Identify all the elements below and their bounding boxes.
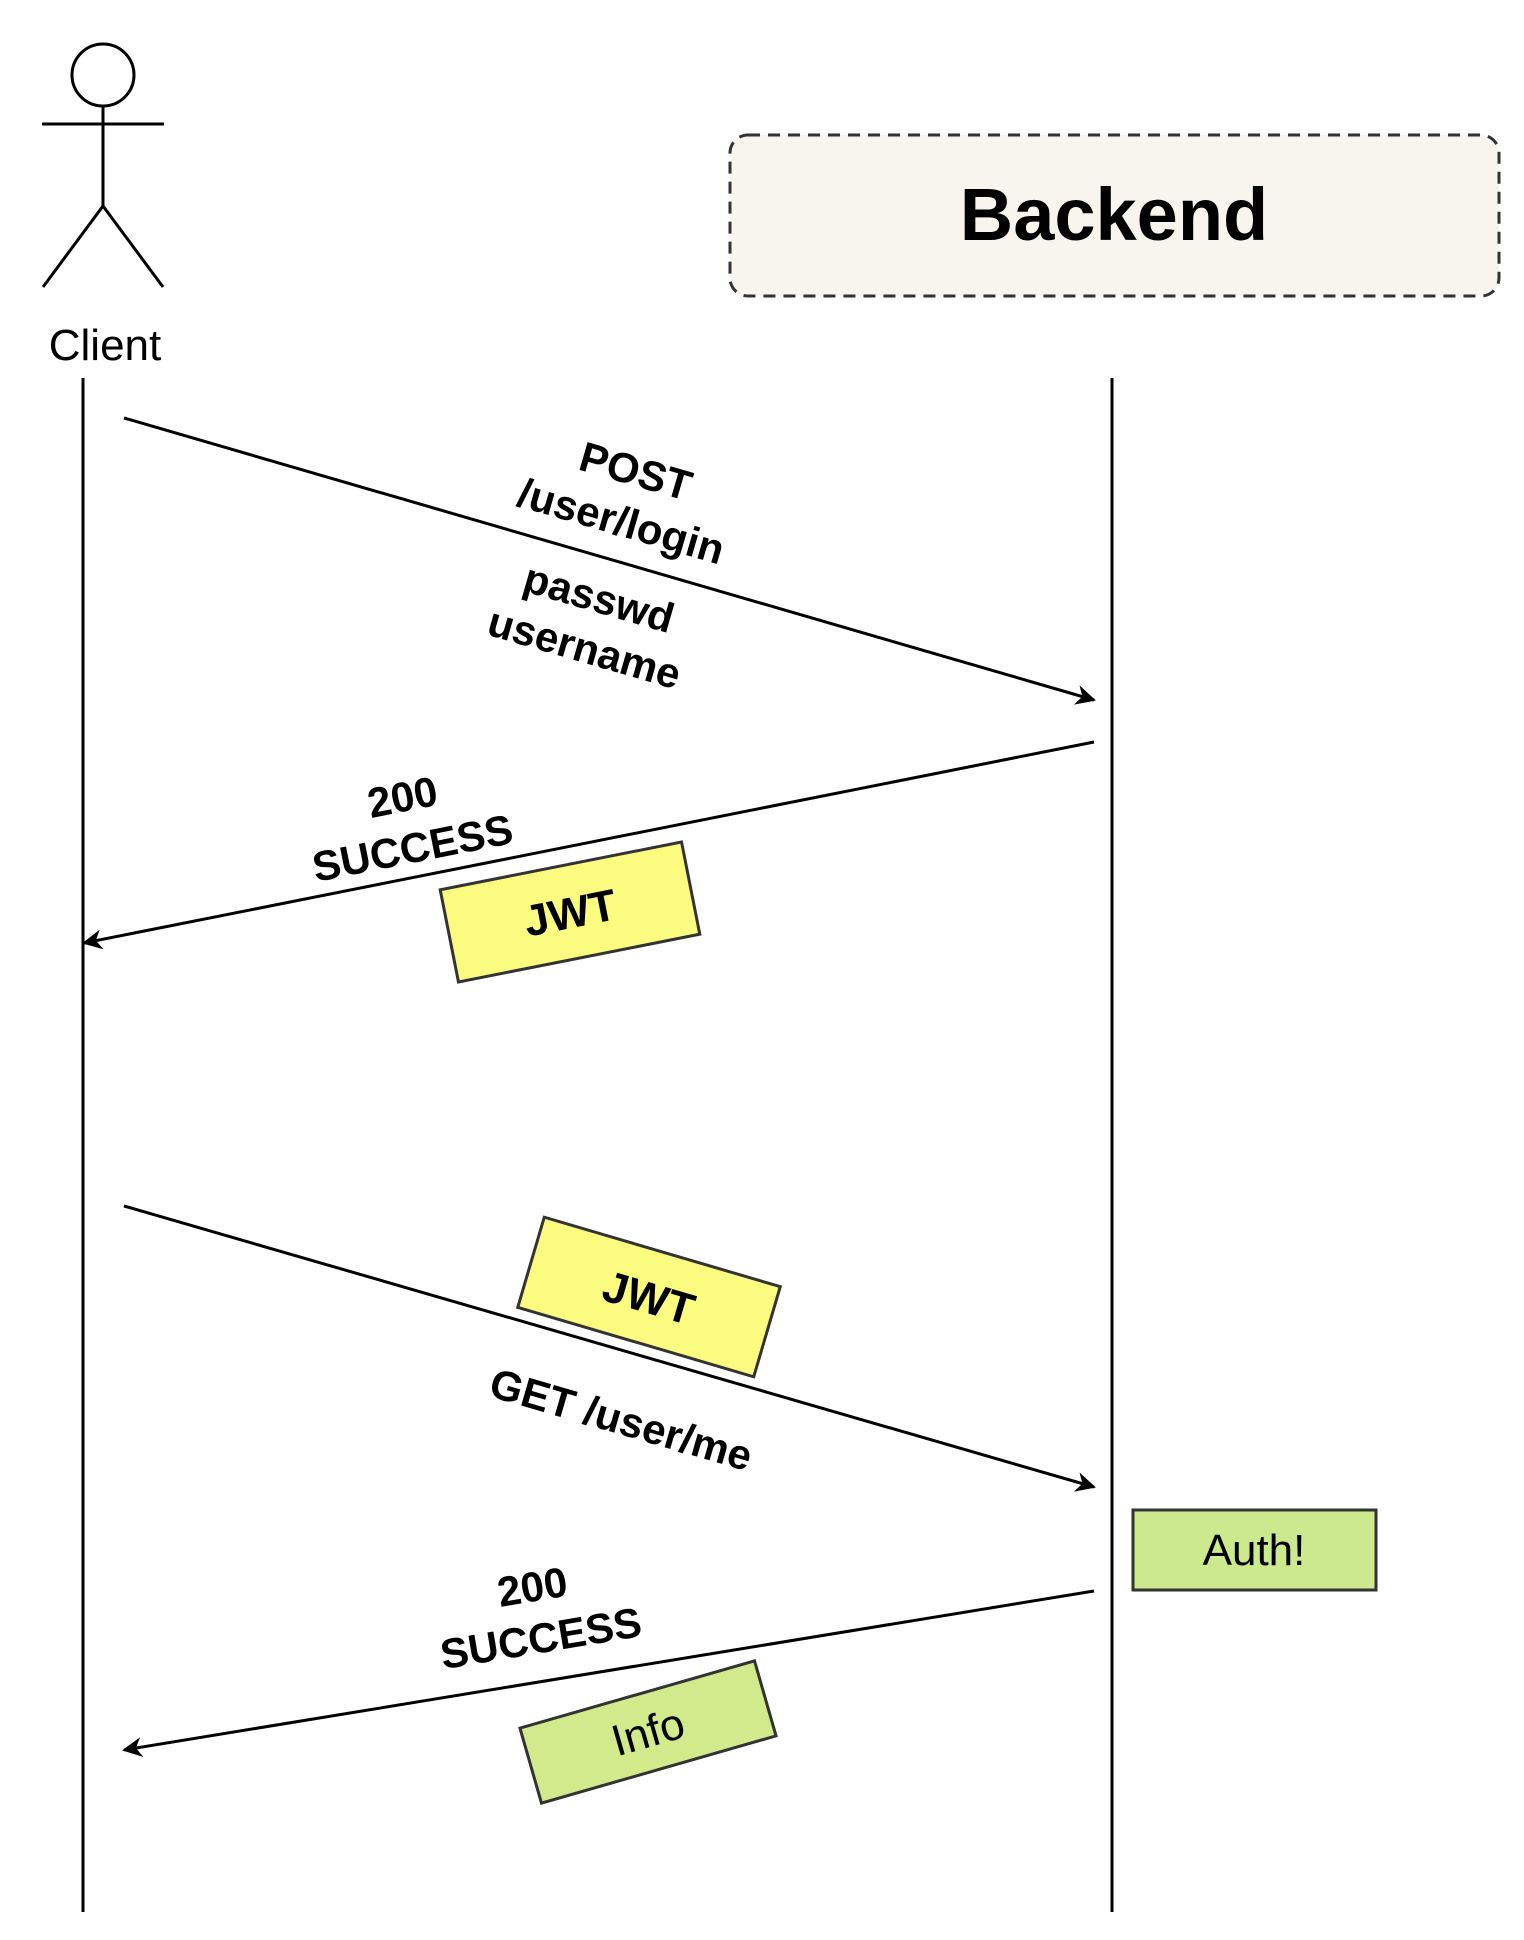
login-response-jwt-box	[438, 840, 702, 984]
login-response-arrow	[82, 740, 1095, 950]
login-request-arrow	[123, 416, 1096, 705]
me-request-arrow	[123, 1204, 1096, 1492]
client-label: Client	[49, 321, 162, 370]
me-request-jwt-box	[515, 1215, 783, 1379]
me-response-status-text: SUCCESS	[437, 1598, 645, 1678]
me-response-arrow	[122, 1589, 1095, 1757]
backend-box	[728, 133, 1501, 298]
backend-label: Backend	[960, 173, 1268, 256]
auth-note-box	[1131, 1508, 1378, 1592]
me-response-info-box	[518, 1659, 778, 1805]
me-response-status-code: 200	[494, 1558, 571, 1616]
login-response-status-code: 200	[364, 767, 442, 827]
client-actor-icon	[41, 42, 165, 288]
auth-note-label: Auth!	[1203, 1526, 1306, 1575]
